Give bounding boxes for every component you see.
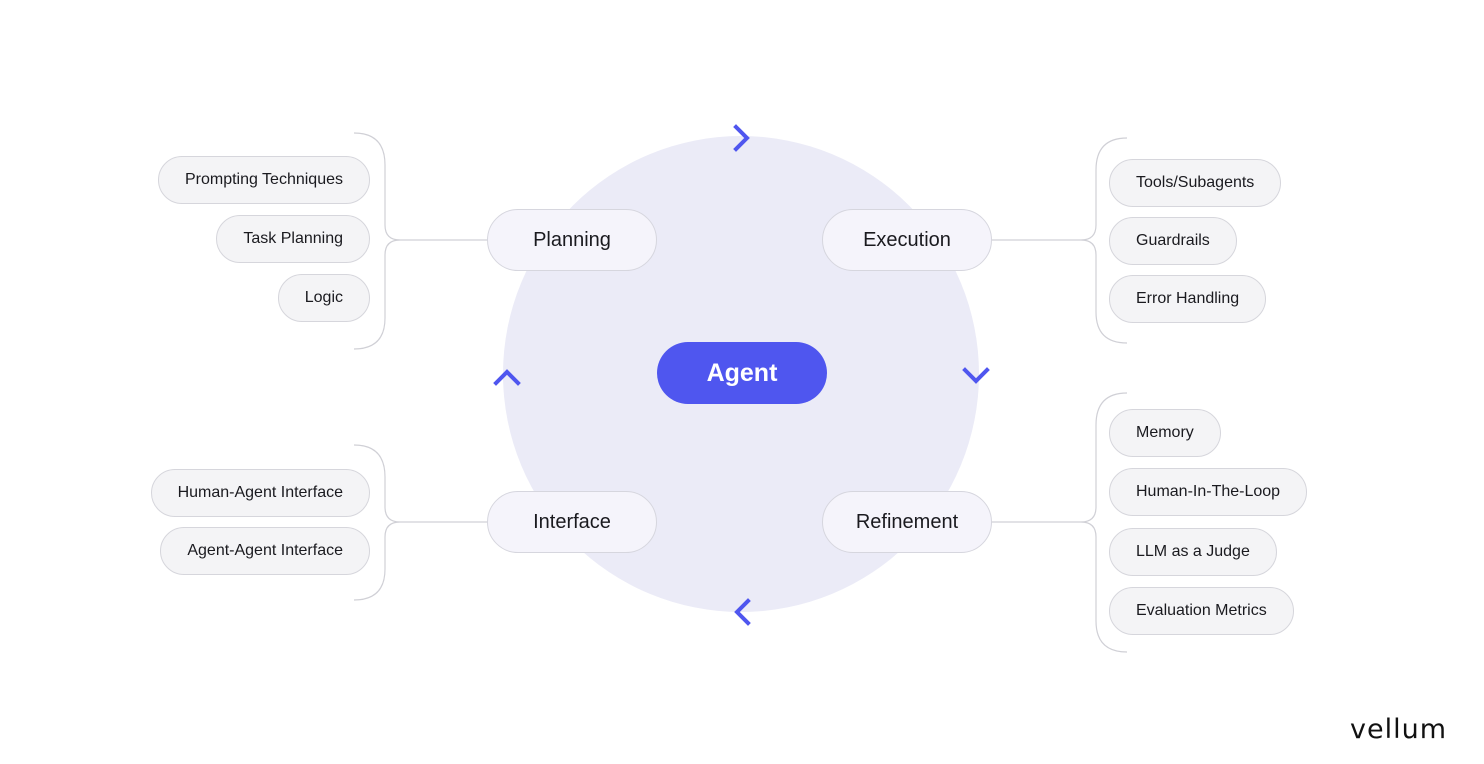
agent-node: Agent bbox=[657, 342, 827, 404]
interface-item: Agent-Agent Interface bbox=[160, 527, 370, 575]
refinement-bracket bbox=[992, 392, 1128, 653]
refinement-node: Refinement bbox=[822, 491, 992, 553]
planning-item: Prompting Techniques bbox=[157, 156, 370, 204]
planning-bracket bbox=[353, 132, 488, 350]
execution-item: Error Handling bbox=[1109, 275, 1267, 323]
planning-item: Task Planning bbox=[216, 215, 370, 263]
refinement-item: Human-In-The-Loop bbox=[1109, 468, 1308, 516]
execution-node: Execution bbox=[822, 209, 992, 271]
execution-bracket bbox=[992, 137, 1128, 344]
interface-bracket bbox=[353, 444, 488, 601]
chevron-right-icon bbox=[733, 124, 750, 152]
chevron-down-icon bbox=[962, 367, 990, 384]
refinement-item: Memory bbox=[1109, 409, 1221, 457]
interface-node: Interface bbox=[487, 491, 657, 553]
refinement-item: Evaluation Metrics bbox=[1109, 587, 1294, 635]
execution-item: Tools/Subagents bbox=[1109, 159, 1282, 207]
chevron-up-icon bbox=[493, 369, 521, 386]
chevron-left-icon bbox=[734, 598, 751, 626]
refinement-item: LLM as a Judge bbox=[1109, 528, 1277, 576]
execution-item: Guardrails bbox=[1109, 217, 1237, 265]
vellum-logo: vellum bbox=[1349, 714, 1447, 745]
planning-item: Logic bbox=[277, 274, 370, 322]
planning-node: Planning bbox=[487, 209, 657, 271]
interface-item: Human-Agent Interface bbox=[150, 469, 370, 517]
